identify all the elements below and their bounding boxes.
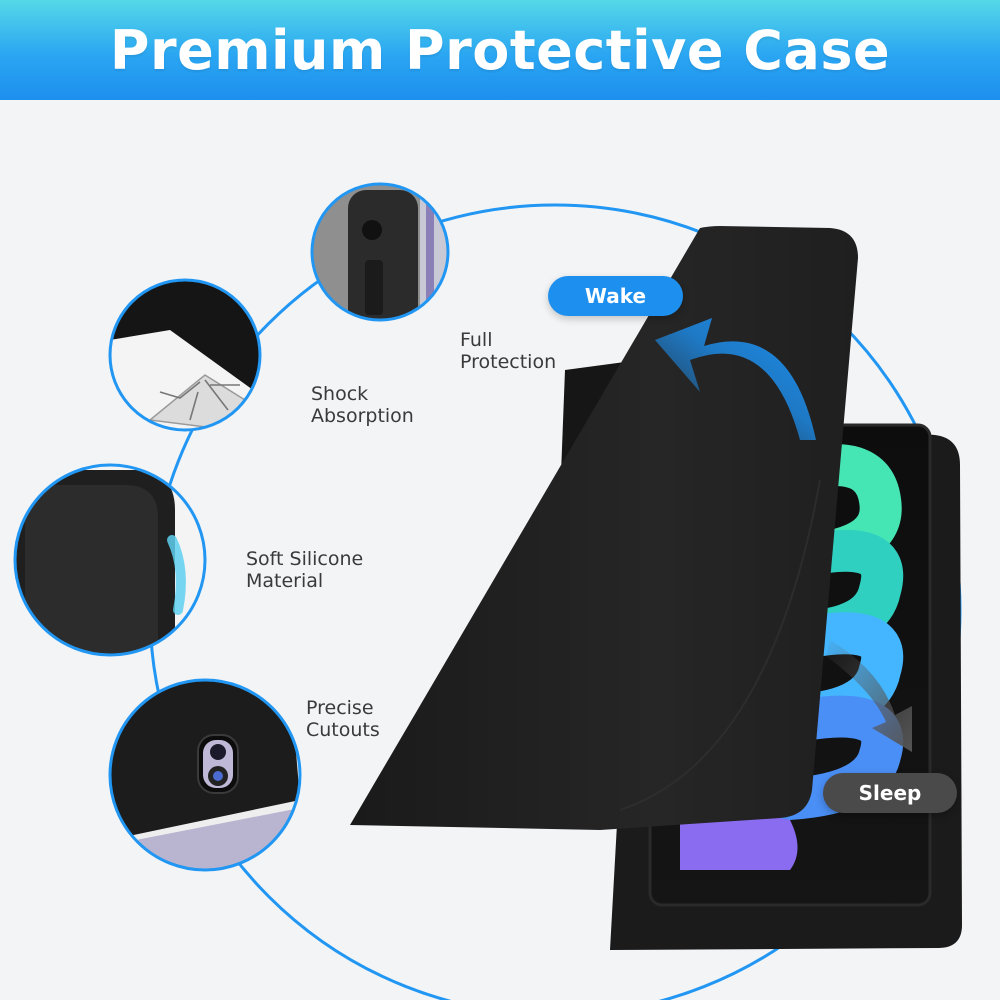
honeycomb-corner-icon: [13, 463, 207, 657]
wake-arrow: [655, 318, 816, 440]
feature-label-shock-absorption: Shock Absorption: [311, 383, 414, 427]
feature-label-soft-silicone: Soft Silicone Material: [246, 548, 364, 592]
feature-label-precise-cutouts: Precise Cutouts: [306, 697, 380, 741]
wake-badge: Wake: [548, 276, 683, 316]
title-banner: Premium Protective Case: [0, 0, 1000, 100]
sleep-badge: Sleep: [823, 773, 957, 813]
folding-cover: [350, 226, 858, 830]
cracked-floor-icon: [108, 278, 262, 432]
pencil-holder-icon: [310, 182, 450, 322]
sleep-arrow: [826, 640, 912, 752]
feature-label-full-protection: Full Protection: [460, 329, 557, 373]
banner-title: Premium Protective Case: [109, 18, 891, 82]
camera-cutout-icon: [108, 678, 302, 872]
